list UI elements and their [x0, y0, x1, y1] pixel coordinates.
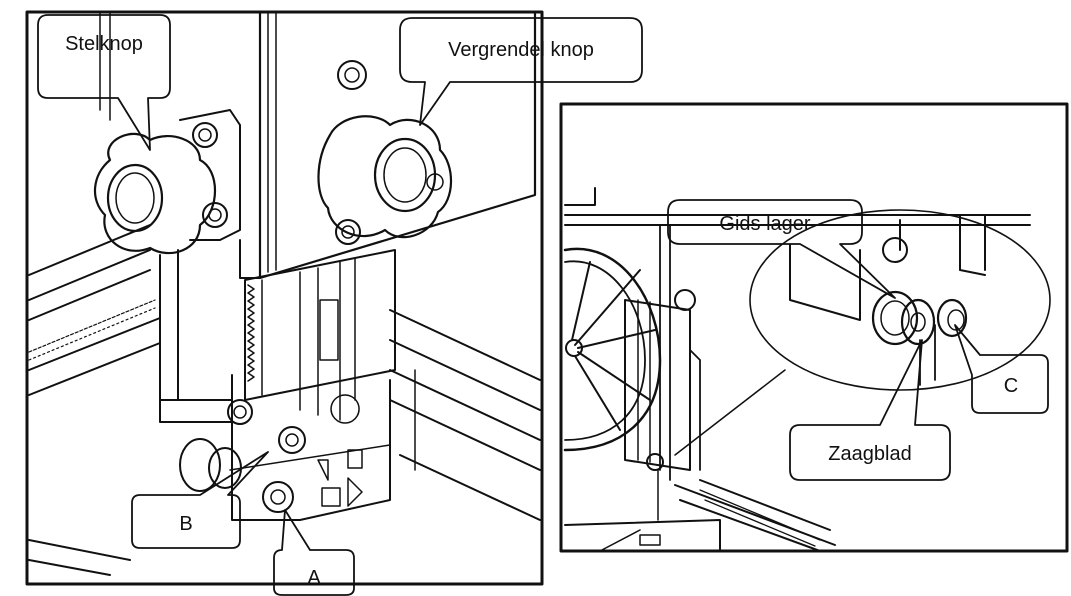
callout-c: C	[954, 324, 1049, 414]
callout-stelknop-text: Stelknop	[65, 33, 143, 55]
callout-a: A	[273, 509, 355, 596]
guide-post	[159, 249, 396, 521]
guide-bearings	[179, 399, 306, 513]
table-rail	[389, 309, 541, 521]
stelknop-knob	[93, 109, 241, 255]
guide-column	[624, 289, 701, 521]
vergrendel-knob	[317, 60, 453, 245]
callout-gids: Gids lager	[667, 199, 896, 299]
saw-table	[564, 187, 1031, 552]
callout-zaagblad-text: Zaagblad	[828, 443, 911, 465]
callout-zaagblad: Zaagblad	[789, 339, 951, 481]
callout-vergrendel: Vergrendel knop	[399, 17, 643, 126]
guide-bearings-right	[871, 290, 968, 346]
zoom-bubble	[674, 209, 1051, 456]
callout-stelknop: Stelknop	[37, 14, 171, 151]
fence-rail	[28, 11, 161, 576]
left-panel-frame	[25, 10, 544, 586]
callout-b: B	[131, 451, 269, 549]
callout-a-text: A	[307, 567, 321, 589]
callout-gids-text: Gids lager	[719, 213, 810, 235]
left-panel: Stelknop Vergrendel knop B A	[25, 10, 643, 596]
right-panel-frame	[559, 102, 1069, 553]
callout-vergrendel-text: Vergrendel knop	[448, 39, 594, 61]
callout-c-text: C	[1004, 375, 1018, 397]
right-panel: Gids lager C Zaagblad	[559, 102, 1069, 553]
band-wheel	[563, 247, 662, 452]
callout-b-text: B	[179, 513, 192, 535]
